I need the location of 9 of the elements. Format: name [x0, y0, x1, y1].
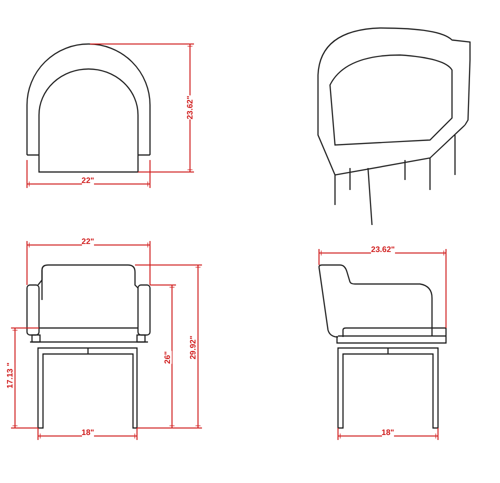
dimension-label: 22": [82, 236, 94, 246]
dimension-label: 18": [382, 428, 394, 436]
dimension-label: 23.62": [371, 244, 395, 254]
dimension-label: 26": [162, 350, 172, 364]
dimension-label: 23.62": [185, 95, 194, 119]
dimension-label: 29.92": [188, 335, 198, 359]
dimension-label: 22": [82, 176, 94, 184]
dimension-label: 17.13 ": [6, 362, 15, 388]
dimension-label: 18": [82, 428, 94, 436]
